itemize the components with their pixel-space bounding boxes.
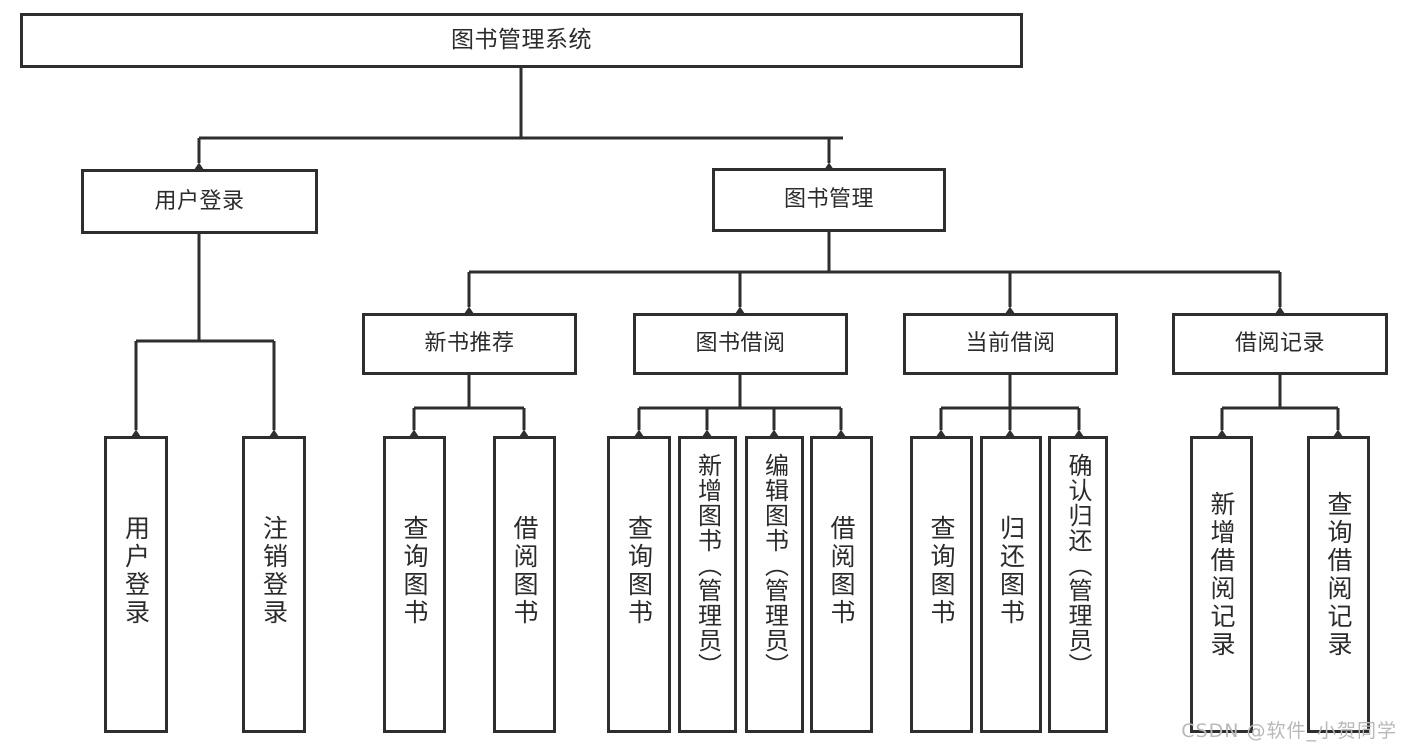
node-label: 归还图书 — [996, 515, 1026, 627]
node-label: 新增借阅记录 — [1207, 491, 1236, 659]
node-label: 查询借阅记录 — [1324, 491, 1353, 659]
node-label: 确认归还（管理员） — [1064, 453, 1092, 678]
node-label: 图书管理 — [783, 187, 874, 213]
node-leaf-logout-login[interactable]: 注销登录 — [242, 436, 306, 733]
node-leaf-confirm-return[interactable]: 确认归还（管理员） — [1048, 436, 1108, 733]
node-root-book-management-system[interactable]: 图书管理系统 — [20, 13, 1023, 68]
node-label: 新书推荐 — [424, 331, 515, 357]
node-label: 图书借阅 — [695, 331, 786, 357]
node-borrow-record[interactable]: 借阅记录 — [1172, 313, 1388, 375]
node-label: 用户登录 — [154, 188, 245, 214]
node-label: 查询图书 — [400, 515, 429, 627]
node-label: 借阅记录 — [1234, 331, 1325, 357]
node-label: 查询图书 — [927, 515, 956, 627]
node-leaf-add-book[interactable]: 新增图书（管理员） — [678, 436, 737, 733]
node-label: 图书管理系统 — [451, 26, 592, 53]
node-current-borrow[interactable]: 当前借阅 — [903, 313, 1118, 375]
node-label: 借阅图书 — [510, 515, 539, 627]
node-leaf-query-book-2[interactable]: 查询图书 — [607, 436, 671, 733]
node-label: 借阅图书 — [827, 515, 856, 627]
node-user-login[interactable]: 用户登录 — [81, 169, 318, 234]
node-book-manage[interactable]: 图书管理 — [712, 168, 946, 232]
node-label: 新增图书（管理员） — [693, 453, 722, 678]
node-leaf-borrow-book-2[interactable]: 借阅图书 — [810, 436, 873, 733]
csdn-watermark: CSDN @软件_小贺同学 — [1181, 720, 1397, 742]
node-leaf-return-book[interactable]: 归还图书 — [980, 436, 1042, 733]
node-leaf-query-book-3[interactable]: 查询图书 — [910, 436, 973, 733]
node-leaf-user-login[interactable]: 用户登录 — [104, 436, 168, 733]
node-leaf-borrow-book-1[interactable]: 借阅图书 — [493, 436, 556, 733]
node-label: 当前借阅 — [965, 331, 1056, 357]
node-label: 查询图书 — [624, 515, 654, 627]
node-new-book-recommend[interactable]: 新书推荐 — [362, 313, 577, 375]
node-leaf-add-record[interactable]: 新增借阅记录 — [1190, 436, 1253, 733]
node-label: 用户登录 — [121, 515, 151, 627]
node-label: 编辑图书（管理员） — [760, 453, 789, 678]
node-leaf-edit-book[interactable]: 编辑图书（管理员） — [745, 436, 804, 733]
node-label: 注销登录 — [259, 515, 289, 627]
node-leaf-query-record[interactable]: 查询借阅记录 — [1307, 436, 1370, 733]
node-book-borrow[interactable]: 图书借阅 — [633, 313, 848, 375]
node-leaf-query-book-1[interactable]: 查询图书 — [383, 436, 446, 733]
